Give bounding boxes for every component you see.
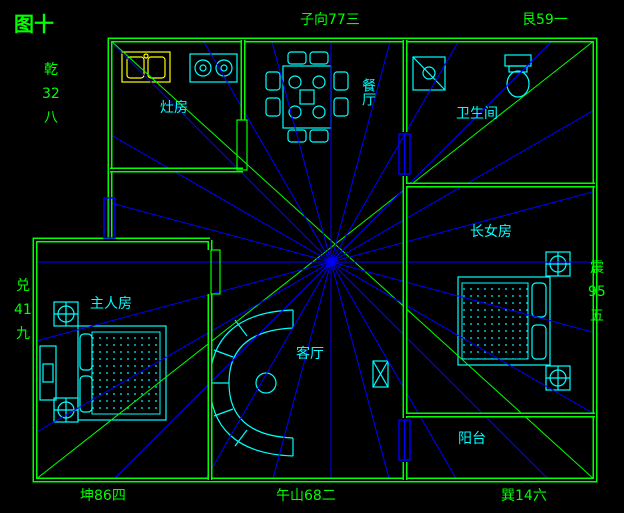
interior-walls [110, 40, 595, 480]
page-title: 图十 [14, 12, 54, 36]
sofa [209, 309, 294, 457]
label-room-living: 客厅 [296, 345, 324, 362]
nightstand-lamp [53, 301, 79, 327]
nightstand-lamp [545, 251, 571, 277]
window-marker [398, 419, 411, 461]
door-leaf [236, 119, 248, 171]
window-marker [103, 197, 116, 239]
label-direction-right: 震 [590, 260, 604, 276]
label-direction-bottom-right: 巽14六 [501, 488, 547, 504]
kitchen-sink [121, 51, 171, 83]
diagonal-lines [35, 40, 595, 480]
label-direction-top-right: 艮59一 [522, 12, 568, 28]
label-direction-bottom-left: 坤86四 [80, 488, 126, 504]
shower-tray [412, 56, 446, 91]
label-room-dining: 餐厅 [360, 78, 376, 106]
label-direction-bottom-center: 午山68二 [276, 488, 336, 504]
floor-lamp [372, 360, 389, 388]
label-room-balcony: 阳台 [458, 431, 486, 447]
door-leaf [210, 249, 221, 295]
label-direction-left-upper: 乾 [44, 62, 58, 78]
nightstand-lamp [545, 365, 571, 391]
label-direction-left-lower: 九 [16, 326, 30, 342]
label-room-master-bedroom: 主人房 [90, 296, 132, 312]
label-room-kitchen: 灶房 [160, 100, 188, 116]
label-room-eldest-daughter: 长女房 [470, 223, 512, 240]
window-marker [398, 133, 411, 175]
daughter-bed [457, 276, 551, 366]
master-bed [77, 325, 167, 421]
label-direction-right: 95 [588, 284, 606, 300]
label-direction-left-lower: 41 [14, 302, 32, 318]
label-room-bathroom: 卫生间 [456, 106, 498, 122]
label-direction-left-lower: 兑 [16, 278, 30, 294]
label-direction-left-upper: 八 [44, 110, 58, 126]
label-direction-right: 五 [590, 308, 604, 324]
tv-cabinet [39, 345, 57, 401]
label-direction-left-upper: 32 [42, 86, 60, 102]
toilet [504, 54, 532, 98]
label-direction-top: 子向77三 [300, 12, 360, 28]
kitchen-stove [189, 53, 238, 83]
